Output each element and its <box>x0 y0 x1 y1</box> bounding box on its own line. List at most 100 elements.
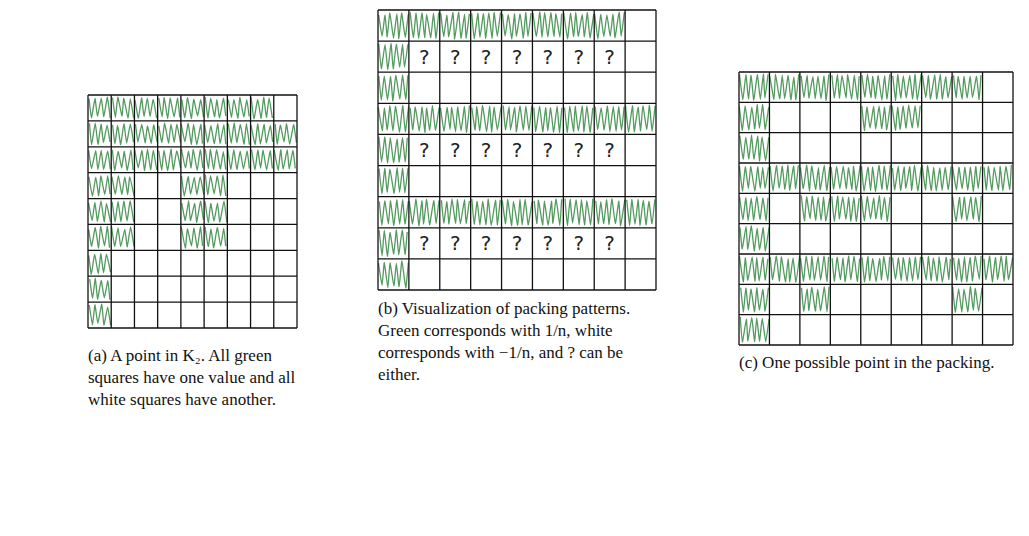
question-mark: ? <box>534 47 561 67</box>
green-scribble <box>801 256 829 281</box>
green-scribble <box>205 201 227 223</box>
green-scribble <box>410 12 439 38</box>
green-scribble <box>112 227 134 247</box>
grid-line <box>88 250 297 251</box>
green-scribble <box>564 12 594 39</box>
grid-line <box>739 102 1013 103</box>
green-scribble <box>441 199 469 224</box>
green-scribble <box>565 199 593 226</box>
grid-line <box>378 134 656 135</box>
green-scribble <box>181 123 202 144</box>
green-scribble <box>89 254 111 274</box>
grid-line <box>296 95 297 328</box>
grid-line <box>470 10 471 290</box>
green-scribble <box>228 123 249 145</box>
grid-line <box>739 71 1013 72</box>
green-scribble <box>205 149 225 169</box>
green-scribble <box>112 201 134 222</box>
green-scribble <box>862 74 890 100</box>
question-mark: ? <box>411 47 438 67</box>
green-scribble <box>205 175 225 196</box>
question-mark: ? <box>596 47 623 67</box>
green-scribble <box>564 106 592 132</box>
green-scribble <box>252 150 273 170</box>
green-scribble <box>89 201 111 222</box>
grid-line <box>157 95 158 328</box>
question-mark: ? <box>565 233 592 253</box>
green-scribble <box>89 150 111 169</box>
green-scribble <box>379 199 408 225</box>
grid-line <box>88 276 297 277</box>
green-scribble <box>802 287 830 312</box>
grid-line <box>769 72 770 345</box>
green-scribble <box>89 123 110 145</box>
grid-line <box>377 10 378 290</box>
grid-line <box>891 72 892 345</box>
green-scribble <box>953 196 982 222</box>
green-scribble <box>892 165 921 191</box>
green-scribble <box>228 97 249 118</box>
grid-line <box>739 193 1013 194</box>
grid-line <box>88 146 297 147</box>
grid-line <box>860 72 861 345</box>
question-mark: ? <box>565 47 592 67</box>
grid-line <box>378 72 656 73</box>
grid-line <box>88 198 297 199</box>
green-scribble <box>379 168 408 194</box>
grid-line <box>739 132 1013 133</box>
green-scribble <box>740 226 769 251</box>
green-scribble <box>410 105 439 132</box>
grid-line <box>111 95 112 328</box>
green-scribble <box>378 261 408 288</box>
green-scribble <box>503 106 532 132</box>
grid-line <box>738 72 739 345</box>
green-scribble <box>595 106 624 132</box>
green-scribble <box>135 124 157 143</box>
grid-line <box>378 196 656 197</box>
green-scribble <box>892 105 920 130</box>
question-mark: ? <box>473 140 500 160</box>
green-scribble <box>503 13 532 39</box>
green-scribble <box>832 256 860 282</box>
grid-line <box>88 327 297 328</box>
grid-line <box>739 223 1013 224</box>
grid-line <box>203 95 204 328</box>
green-scribble <box>159 149 181 171</box>
grid-line <box>378 289 656 290</box>
grid-line <box>227 95 228 328</box>
green-scribble <box>441 12 470 39</box>
grid-line <box>180 95 181 328</box>
green-scribble <box>953 75 981 99</box>
green-scribble <box>379 44 408 70</box>
question-mark: ? <box>473 233 500 253</box>
question-mark: ? <box>442 47 469 67</box>
green-scribble <box>534 199 561 225</box>
grid-line <box>1012 72 1013 345</box>
grid-line <box>532 10 533 290</box>
green-scribble <box>205 123 226 144</box>
green-scribble <box>502 199 532 225</box>
green-scribble <box>739 105 768 131</box>
grid <box>88 95 297 328</box>
grid-line <box>88 94 297 95</box>
green-scribble <box>739 256 767 281</box>
green-scribble <box>274 150 295 171</box>
question-mark: ? <box>565 140 592 160</box>
green-scribble <box>923 256 951 282</box>
grid-line <box>624 10 625 290</box>
grid-line <box>739 284 1013 285</box>
question-mark: ? <box>534 140 561 160</box>
green-scribble <box>379 137 407 163</box>
green-scribble <box>182 201 204 223</box>
green-scribble <box>740 317 769 342</box>
green-scribble <box>954 256 981 282</box>
green-scribble <box>205 97 226 118</box>
figure-caption: (a) A point in K₂. All green squares hav… <box>88 345 310 411</box>
grid-line <box>273 95 274 328</box>
question-mark: ? <box>411 140 438 160</box>
grid-line <box>378 9 656 10</box>
grid-line <box>88 224 297 225</box>
green-scribble <box>90 278 110 299</box>
green-scribble <box>113 124 134 145</box>
